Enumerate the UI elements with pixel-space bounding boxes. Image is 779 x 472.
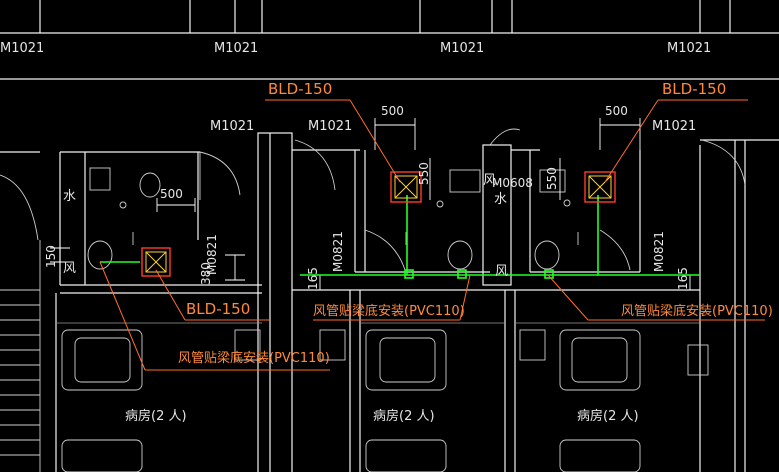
door-label-8: M0608 [492, 176, 533, 190]
dimension-lines [50, 118, 691, 290]
door-label-5: M1021 [210, 119, 254, 134]
door-label-2: M1021 [214, 41, 258, 56]
room-water-2: 水 [494, 192, 507, 207]
fan-label-left: BLD-150 [186, 300, 250, 318]
door-label-4: M1021 [667, 41, 711, 56]
leader-lines [99, 99, 765, 371]
door-label-1: M1021 [0, 41, 44, 56]
dim-500-left: 500 [160, 187, 183, 201]
ward-label-2: 病房(2 人) [373, 408, 435, 424]
room-wind-2: 风 [495, 264, 508, 279]
fixtures [87, 167, 579, 270]
dim-550-mid: 550 [417, 162, 431, 185]
ward-furniture [61, 329, 709, 472]
room-walls [0, 132, 779, 472]
dim-165-left: 165 [306, 267, 320, 290]
dim-150-left: 150 [44, 245, 58, 268]
ward-label-1: 病房(2 人) [125, 408, 187, 424]
dim-500-right: 500 [605, 104, 628, 118]
ward-label-3: 病房(2 人) [577, 408, 639, 424]
door-swings [199, 128, 746, 271]
door-label-3: M1021 [440, 41, 484, 56]
top-walls [0, 0, 779, 80]
door-label-9: M0821 [205, 234, 219, 275]
door-label-7: M1021 [652, 119, 696, 134]
pipe-note-mid: 风管贴梁底安装(PVC110) [313, 303, 465, 319]
dim-500-mid: 500 [381, 104, 404, 118]
dim-165-right: 165 [676, 267, 690, 290]
fan-right[interactable] [584, 171, 616, 203]
room-water-1: 水 [63, 189, 76, 204]
stair-left [0, 174, 41, 472]
room-wind-1: 风 [63, 261, 76, 276]
pipe-note-left: 风管贴梁底安装(PVC110) [178, 350, 330, 366]
door-label-10: M0821 [331, 231, 345, 272]
room-wind-3: 风 [483, 173, 496, 188]
fan-label-mid: BLD-150 [268, 80, 332, 98]
fan-mid[interactable] [390, 171, 422, 203]
fan-label-right: BLD-150 [662, 80, 726, 98]
dim-550-right: 550 [545, 167, 559, 190]
door-label-11: M0821 [652, 231, 666, 272]
ventilation-pipes [100, 195, 700, 279]
door-label-6: M1021 [308, 119, 352, 134]
pipe-note-right: 风管贴梁底安装(PVC110) [621, 303, 773, 319]
dim-380: 380 [199, 262, 213, 285]
fan-left[interactable] [141, 247, 171, 277]
